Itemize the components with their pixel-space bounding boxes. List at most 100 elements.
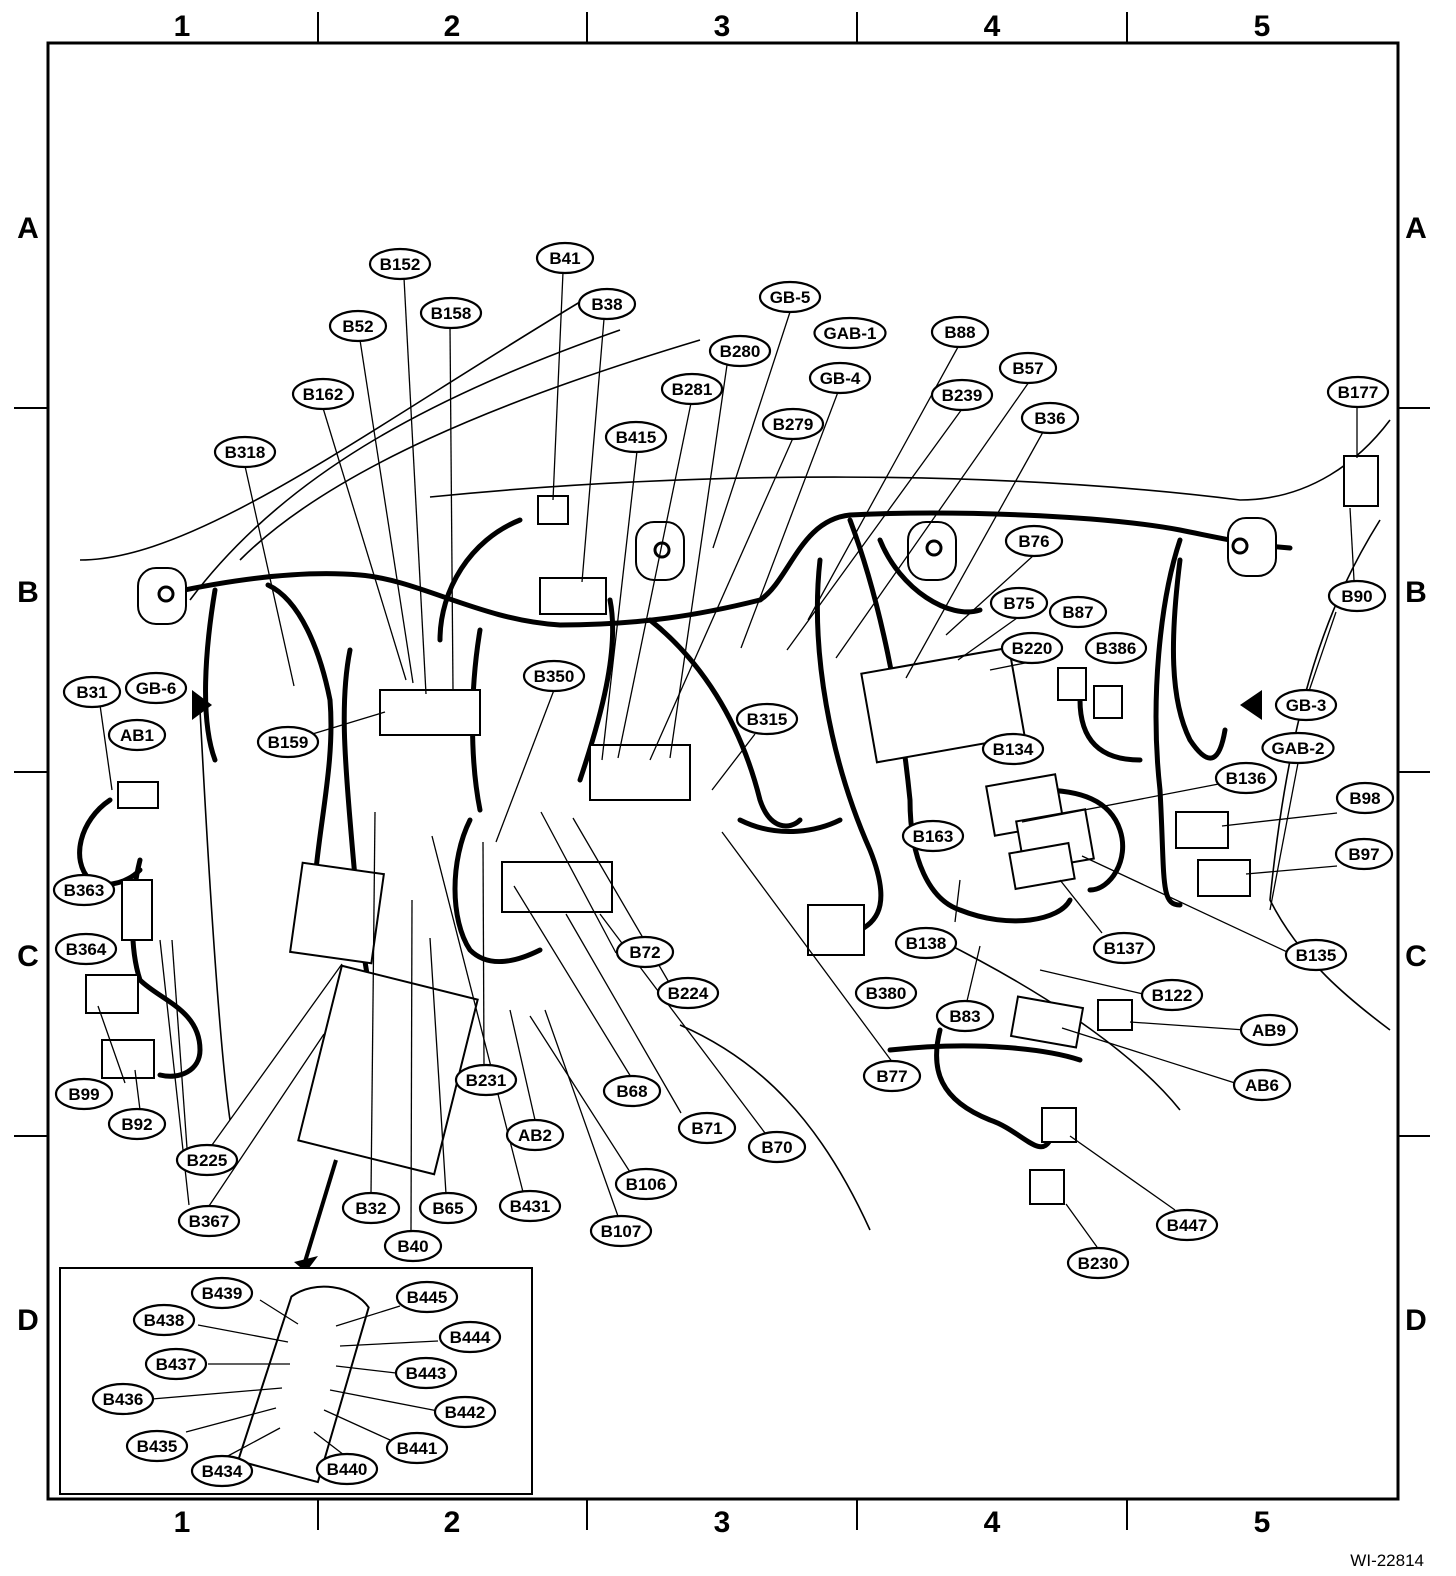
callout-text-gab-2: GAB-2 — [1272, 739, 1325, 758]
grid-col-top-4: 4 — [984, 10, 1001, 43]
callout-b434: B434 — [190, 1454, 254, 1488]
callout-text-b31: B31 — [76, 683, 107, 702]
callout-b447: B447 — [1155, 1208, 1219, 1242]
callout-text-b40: B40 — [397, 1237, 428, 1256]
connector-b386 — [1093, 685, 1123, 719]
callout-oval-b76 — [1004, 524, 1064, 558]
grommet-right — [1227, 517, 1277, 577]
callout-oval-b107 — [589, 1214, 653, 1248]
callout-gb-5: GB-5 — [758, 280, 822, 314]
callout-b72: B72 — [615, 935, 675, 969]
callout-oval-b225 — [175, 1143, 239, 1177]
callout-b279: B279 — [761, 407, 825, 441]
callout-oval-b363 — [52, 873, 116, 907]
callout-text-b77: B77 — [876, 1067, 907, 1086]
callout-b225: B225 — [175, 1143, 239, 1177]
callout-text-b152: B152 — [380, 255, 421, 274]
callout-oval-b437 — [144, 1347, 208, 1381]
callout-text-b435: B435 — [137, 1437, 178, 1456]
callout-b76: B76 — [1004, 524, 1064, 558]
callout-b444: B444 — [438, 1320, 502, 1354]
callout-text-b138: B138 — [906, 934, 947, 953]
junction-block-left — [289, 861, 385, 965]
callout-oval-b122 — [1140, 978, 1204, 1012]
callout-gab-2: GAB-2 — [1261, 731, 1335, 765]
callout-oval-b71 — [677, 1111, 737, 1145]
callout-b57: B57 — [998, 351, 1058, 385]
callout-b380: B380 — [854, 976, 918, 1010]
grommet-right-hole — [1231, 537, 1249, 555]
callout-oval-b88 — [930, 315, 990, 349]
callout-b437: B437 — [144, 1347, 208, 1381]
callout-text-b239: B239 — [942, 386, 983, 405]
callout-b77: B77 — [862, 1059, 922, 1093]
callout-text-gb-3: GB-3 — [1286, 696, 1327, 715]
callout-text-b439: B439 — [202, 1284, 243, 1303]
callout-oval-b152 — [368, 247, 432, 281]
callout-oval-b447 — [1155, 1208, 1219, 1242]
callout-text-b364: B364 — [66, 940, 107, 959]
callout-oval-gb-5 — [758, 280, 822, 314]
callout-oval-gb-3 — [1274, 688, 1338, 722]
grid-row-right-d: D — [1405, 1304, 1427, 1337]
callout-oval-b364 — [54, 932, 118, 966]
callout-b162: B162 — [291, 377, 355, 411]
callout-b224: B224 — [656, 976, 720, 1010]
ground-arrows — [192, 690, 1262, 1272]
callout-oval-b415 — [604, 420, 668, 454]
callout-text-b76: B76 — [1018, 532, 1049, 551]
callout-gab-1: GAB-1 — [813, 316, 887, 350]
callout-text-b99: B99 — [68, 1085, 99, 1104]
callout-text-gb-5: GB-5 — [770, 288, 811, 307]
callout-oval-b445 — [395, 1280, 459, 1314]
callout-text-b318: B318 — [225, 443, 266, 462]
callout-oval-b440 — [315, 1452, 379, 1486]
callout-b438: B438 — [132, 1303, 196, 1337]
callout-b83: B83 — [935, 999, 995, 1033]
callout-oval-b442 — [433, 1395, 497, 1429]
callout-b443: B443 — [394, 1356, 458, 1390]
callout-text-b106: B106 — [626, 1175, 667, 1194]
callout-oval-b65 — [418, 1191, 478, 1225]
figure-id: WI-22814 — [1350, 1551, 1424, 1570]
callout-text-b380: B380 — [866, 984, 907, 1003]
callout-ab9: AB9 — [1239, 1013, 1299, 1047]
grid-row-right-c: C — [1405, 940, 1427, 973]
connector-ab1 — [117, 781, 159, 809]
callout-b442: B442 — [433, 1395, 497, 1429]
callout-gb-4: GB-4 — [808, 361, 872, 395]
callout-text-b444: B444 — [450, 1328, 491, 1347]
callout-text-b136: B136 — [1226, 769, 1267, 788]
callout-text-b92: B92 — [121, 1115, 152, 1134]
callout-b159: B159 — [256, 725, 320, 759]
callout-b71: B71 — [677, 1111, 737, 1145]
callout-text-gb-4: GB-4 — [820, 369, 861, 388]
callout-text-b434: B434 — [202, 1462, 243, 1481]
connector-b92 — [101, 1039, 155, 1079]
callout-b315: B315 — [735, 702, 799, 736]
callout-text-b65: B65 — [432, 1199, 463, 1218]
callout-b65: B65 — [418, 1191, 478, 1225]
callout-oval-b92 — [107, 1107, 167, 1141]
callout-oval-b97 — [1334, 837, 1394, 871]
callout-text-b83: B83 — [949, 1007, 980, 1026]
harness-main — [77, 510, 1293, 1150]
callout-text-b97: B97 — [1348, 845, 1379, 864]
callout-oval-b72 — [615, 935, 675, 969]
callout-ab2: AB2 — [505, 1118, 565, 1152]
callout-text-b52: B52 — [342, 317, 373, 336]
connector-b99 — [85, 974, 139, 1014]
callout-text-b225: B225 — [187, 1151, 228, 1170]
callout-oval-b280 — [708, 334, 772, 368]
callout-ab1: AB1 — [107, 718, 167, 752]
connector-b177 — [1343, 455, 1379, 507]
connector-b38 — [539, 577, 607, 615]
grommet-right-center-hole — [925, 539, 943, 557]
callout-text-b437: B437 — [156, 1355, 197, 1374]
callout-oval-ab9 — [1239, 1013, 1299, 1047]
callout-b220: B220 — [1000, 631, 1064, 665]
callout-oval-b431 — [498, 1189, 562, 1223]
leader-lines — [97, 271, 1358, 1458]
callout-oval-ab2 — [505, 1118, 565, 1152]
